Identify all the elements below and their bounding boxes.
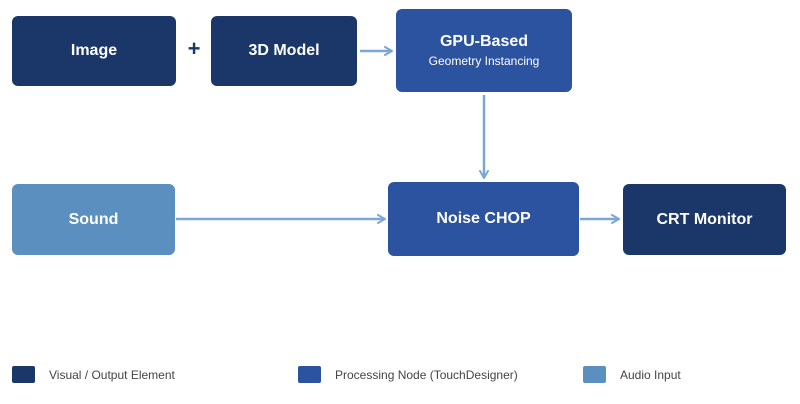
sound-node-label: Sound: [68, 210, 119, 228]
gpu-node-label: GPU-Based: [439, 33, 529, 50]
legend-visual-output: Visual / Output Element: [12, 366, 175, 383]
legend-swatch-processing: [298, 366, 321, 383]
plus-operator: +: [187, 36, 201, 61]
3d-model-node: 3D Model: [211, 16, 357, 86]
legend-swatch-audio-input: [583, 366, 606, 383]
3d-model-node-label: 3D Model: [248, 42, 320, 59]
legend-label-audio-input: Audio Input: [620, 367, 681, 382]
gpu-instancing-node: GPU-Based Geometry Instancing: [396, 9, 572, 92]
legend-swatch-visual-output: [12, 366, 35, 383]
noise-chop-node-label: Noise CHOP: [436, 210, 531, 227]
legend-label-processing: Processing Node (TouchDesigner): [335, 367, 518, 382]
noise-chop-node: Noise CHOP: [388, 182, 579, 256]
crt-monitor-node: CRT Monitor: [623, 184, 786, 255]
legend-audio-input: Audio Input: [583, 366, 681, 383]
image-node-label: Image: [70, 42, 118, 59]
sound-node: Sound: [12, 184, 175, 255]
legend-label-visual-output: Visual / Output Element: [49, 367, 175, 382]
gpu-node-sublabel: Geometry Instancing: [428, 54, 540, 68]
crt-monitor-node-label: CRT Monitor: [656, 210, 753, 228]
legend-processing-node: Processing Node (TouchDesigner): [298, 366, 518, 383]
image-node: Image: [12, 16, 176, 86]
